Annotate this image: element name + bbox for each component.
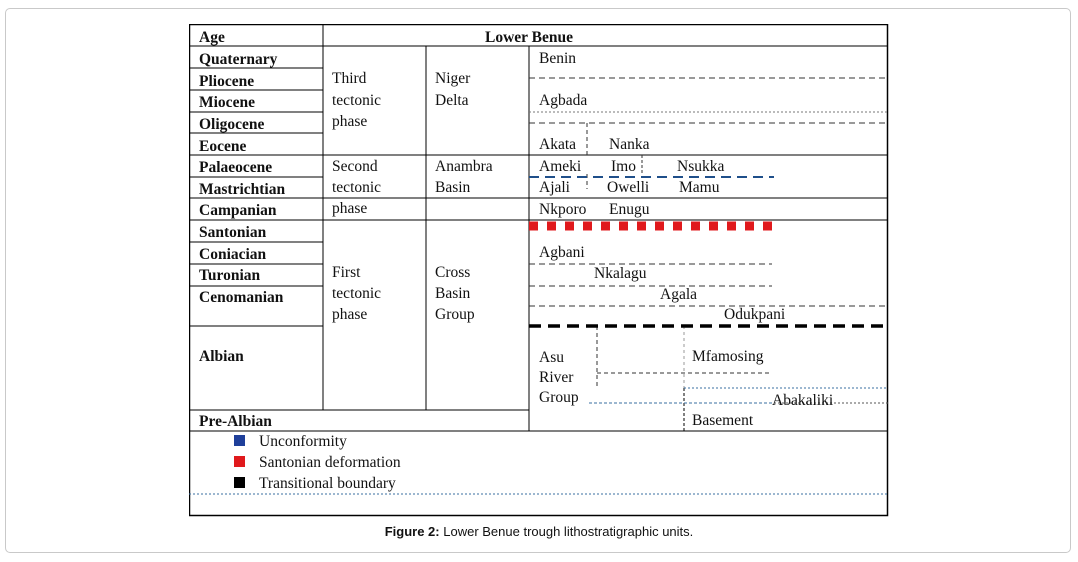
stratigraphy-figure: Age Lower Benue Quaternary Pliocene Mioc…: [189, 24, 889, 518]
formation-asu-river-group: Group: [539, 389, 579, 406]
formation-enugu: Enugu: [609, 201, 650, 218]
phase-text: phase: [332, 306, 367, 323]
figure-frame: [5, 8, 1071, 553]
stratigraphy-table: Age Lower Benue Quaternary Pliocene Mioc…: [189, 24, 889, 517]
basin-text: Basin: [435, 285, 471, 302]
age-label: Campanian: [199, 202, 277, 219]
age-label: Santonian: [199, 224, 267, 241]
phase-text: tectonic: [332, 179, 381, 196]
formations: Benin Agbada Akata Nanka Ameki Imo Nsukk…: [539, 50, 834, 429]
age-label: Cenomanian: [199, 289, 284, 306]
age-label: Oligocene: [199, 116, 265, 133]
age-label: Albian: [199, 348, 244, 365]
header-age: Age: [199, 29, 225, 46]
formation-abakaliki: Abakaliki: [772, 392, 834, 409]
phase-text: Second: [332, 158, 378, 175]
formation-owelli: Owelli: [607, 179, 650, 196]
formation-nkporo: Nkporo: [539, 201, 587, 218]
formation-agbani: Agbani: [539, 244, 585, 261]
phase-text: tectonic: [332, 92, 381, 109]
formation-agala: Agala: [660, 286, 697, 303]
santonian-deformation-swatch: [234, 456, 245, 467]
age-label: Miocene: [199, 94, 255, 111]
age-label: Eocene: [199, 138, 246, 155]
formation-asu-river-group: Asu: [539, 349, 564, 366]
basin-text: Cross: [435, 264, 470, 281]
basin-column: Niger Delta Anambra Basin Cross Basin Gr…: [435, 70, 493, 323]
age-label: Turonian: [199, 267, 261, 284]
formation-mfamosing: Mfamosing: [692, 348, 764, 365]
formation-imo: Imo: [611, 158, 636, 175]
formation-odukpani: Odukpani: [724, 306, 786, 323]
age-label: Quaternary: [199, 51, 278, 68]
age-column: Quaternary Pliocene Miocene Oligocene Eo…: [199, 51, 285, 430]
age-label: Coniacian: [199, 246, 267, 263]
caption-text: Lower Benue trough lithostratigraphic un…: [443, 524, 694, 539]
basin-text: Anambra: [435, 158, 493, 175]
legend-label: Unconformity: [259, 433, 347, 450]
age-label: Palaeocene: [199, 159, 272, 176]
caption-label: Figure 2:: [384, 524, 440, 539]
phase-text: First: [332, 264, 361, 281]
legend: Unconformity Santonian deformation Trans…: [234, 433, 401, 492]
legend-label: Santonian deformation: [259, 454, 401, 471]
basin-text: Group: [435, 306, 475, 323]
figure-caption: Figure 2: Lower Benue trough lithostrati…: [0, 524, 1078, 539]
phase-text: tectonic: [332, 285, 381, 302]
phase-text: phase: [332, 200, 367, 217]
formation-akata: Akata: [539, 136, 576, 153]
legend-label: Transitional boundary: [259, 475, 396, 492]
formation-nsukka: Nsukka: [677, 158, 724, 175]
formation-asu-river-group: River: [539, 369, 574, 386]
formation-ameki: Ameki: [539, 158, 582, 175]
formation-basement: Basement: [692, 412, 754, 429]
table-grid: [189, 24, 888, 432]
age-label: Mastrichtian: [199, 181, 285, 198]
basin-text: Delta: [435, 92, 469, 109]
formation-benin: Benin: [539, 50, 576, 67]
age-label: Pliocene: [199, 73, 254, 90]
tectonic-phase-column: Third tectonic phase Second tectonic pha…: [332, 70, 381, 323]
formation-boundaries: [189, 77, 888, 495]
phase-text: phase: [332, 113, 367, 130]
formation-nkalagu: Nkalagu: [594, 265, 647, 282]
basin-text: Niger: [435, 70, 471, 87]
header-region: Lower Benue: [485, 29, 573, 46]
formation-ajali: Ajali: [539, 179, 571, 196]
age-label: Pre-Albian: [199, 413, 272, 430]
phase-text: Third: [332, 70, 367, 87]
basin-text: Basin: [435, 179, 471, 196]
transitional-boundary-swatch: [234, 477, 245, 488]
formation-agbada: Agbada: [539, 92, 587, 109]
formation-mamu: Mamu: [679, 179, 720, 196]
formation-nanka: Nanka: [609, 136, 650, 153]
unconformity-swatch: [234, 435, 245, 446]
